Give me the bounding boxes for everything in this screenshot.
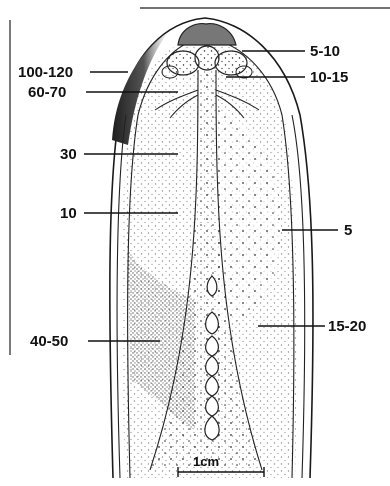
label-100-120-text: 100-120: [18, 64, 73, 81]
label-10-left-text: 10: [60, 205, 77, 222]
label-60-70-text: 60-70: [28, 84, 66, 101]
label-5-10-text: 5-10: [310, 43, 340, 60]
label-10-15-text: 10-15: [310, 69, 348, 86]
label-5-text: 5: [344, 222, 352, 239]
label-15-20-text: 15-20: [328, 318, 366, 335]
label-40-50-text: 40-50: [30, 333, 68, 350]
scale-bar-label: 1cm: [193, 454, 219, 469]
label-30-text: 30: [60, 146, 77, 163]
label-5-10: 5-10: [242, 43, 340, 60]
label-100-120: 100-120: [18, 64, 128, 81]
